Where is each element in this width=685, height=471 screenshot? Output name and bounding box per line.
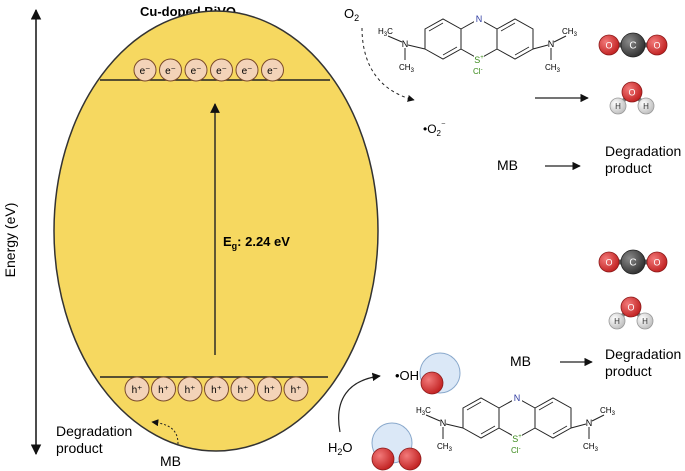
hole-1: [124, 376, 150, 402]
hydroxyl-oxygen-atom: [420, 371, 444, 395]
svg-text:N: N: [548, 39, 555, 49]
electron-4: [210, 58, 233, 82]
electron-label: e⁻: [165, 66, 176, 77]
svg-text:N: N: [402, 39, 409, 49]
svg-text:Cl-: Cl-: [511, 446, 521, 455]
electron-label: e⁻: [191, 66, 202, 77]
top-product-label-2: product: [605, 160, 652, 176]
svg-text:CH3: CH3: [583, 442, 599, 453]
hole-3: [177, 376, 203, 402]
left-mb-label: MB: [160, 453, 181, 469]
energy-axis-label: Energy (eV): [2, 203, 18, 278]
svg-text:N: N: [514, 393, 521, 403]
hole-4: [204, 376, 229, 402]
svg-text:C: C: [629, 41, 636, 52]
hole-label: h⁺: [238, 385, 249, 396]
electron-1: [133, 58, 157, 82]
svg-text:S+: S+: [512, 434, 522, 444]
svg-text:CH3: CH3: [545, 63, 561, 74]
svg-text:O: O: [605, 258, 612, 268]
water-oxygen-atom-2: [398, 447, 422, 471]
svg-text:C: C: [629, 258, 636, 269]
hole-label: h⁺: [185, 385, 196, 396]
electron-label: e⁻: [140, 66, 151, 77]
svg-text:O: O: [653, 258, 660, 268]
hole-label: h⁺: [291, 385, 302, 396]
co2-molecule-bottom: O C O: [598, 249, 668, 275]
left-product-label-2: product: [56, 440, 103, 456]
water-label: H2O: [328, 440, 353, 457]
hole-label: h⁺: [158, 385, 169, 396]
svg-text:O: O: [628, 88, 635, 98]
svg-text:N: N: [476, 14, 483, 24]
o2-reduction-arrow: [361, 27, 415, 102]
svg-text:CH3: CH3: [600, 406, 616, 417]
electron-3: [184, 58, 208, 82]
methylene-blue-structure-top: N S+ N H3C CH3 N CH3 CH3 Cl-: [378, 13, 578, 76]
electron-label: e⁻: [242, 66, 253, 77]
superoxide-label: •O2⁻: [423, 120, 446, 138]
bandgap-label: Eg: 2.24 eV: [223, 234, 290, 251]
h2o-molecule-bottom: O H H: [608, 296, 654, 330]
svg-text:CH3: CH3: [399, 63, 415, 74]
left-mb-arrow: [151, 419, 179, 445]
hole-label: h⁺: [211, 385, 222, 396]
semiconductor-particle: [53, 10, 379, 452]
svg-text:O: O: [605, 41, 612, 51]
bottom-product-label-2: product: [605, 363, 652, 379]
water-oxidation-arrow: [338, 372, 381, 433]
o2-label: O2: [344, 6, 359, 23]
svg-text:H: H: [615, 102, 621, 111]
svg-text:N: N: [586, 418, 593, 428]
methylene-blue-structure-bottom: N S+ N H3C CH3 N CH3 CH3 Cl-: [416, 392, 616, 455]
svg-text:N: N: [440, 418, 447, 428]
hole-row: h⁺ h⁺ h⁺ h⁺ h⁺ h⁺ h⁺: [124, 376, 309, 402]
bottom-product-label-1: Degradation: [605, 346, 681, 362]
hydroxyl-label: •OH: [395, 368, 419, 383]
h2o-molecule-top: O H H: [609, 81, 655, 115]
electron-label: e⁻: [216, 66, 227, 77]
svg-text:H3C: H3C: [416, 406, 431, 417]
hole-7: [283, 376, 309, 402]
hole-6: [257, 376, 282, 402]
electron-2: [159, 58, 182, 82]
electron-5: [235, 58, 259, 82]
bottom-mb-label: MB: [510, 353, 531, 369]
hole-label: h⁺: [132, 385, 143, 396]
top-mb-label: MB: [497, 157, 518, 173]
svg-text:H: H: [614, 317, 620, 326]
co2-molecule-top: O C O: [598, 32, 668, 58]
svg-text:H: H: [643, 102, 649, 111]
top-product-label-1: Degradation: [605, 143, 681, 159]
svg-text:CH3: CH3: [562, 27, 578, 38]
svg-text:O: O: [627, 303, 634, 313]
svg-text:Cl-: Cl-: [473, 67, 483, 76]
svg-text:H: H: [642, 317, 648, 326]
water-oxygen-atom-1: [371, 447, 395, 471]
svg-text:CH3: CH3: [437, 442, 453, 453]
hole-2: [151, 376, 176, 402]
hole-5: [230, 376, 256, 402]
electron-row: e⁻ e⁻ e⁻ e⁻ e⁻ e⁻: [133, 58, 284, 82]
left-product-label-1: Degradation: [56, 423, 132, 439]
svg-text:H3C: H3C: [378, 27, 393, 38]
electron-6: [261, 58, 284, 82]
svg-text:O: O: [653, 41, 660, 51]
svg-text:S+: S+: [474, 55, 484, 65]
electron-label: e⁻: [267, 66, 278, 77]
hole-label: h⁺: [264, 385, 275, 396]
